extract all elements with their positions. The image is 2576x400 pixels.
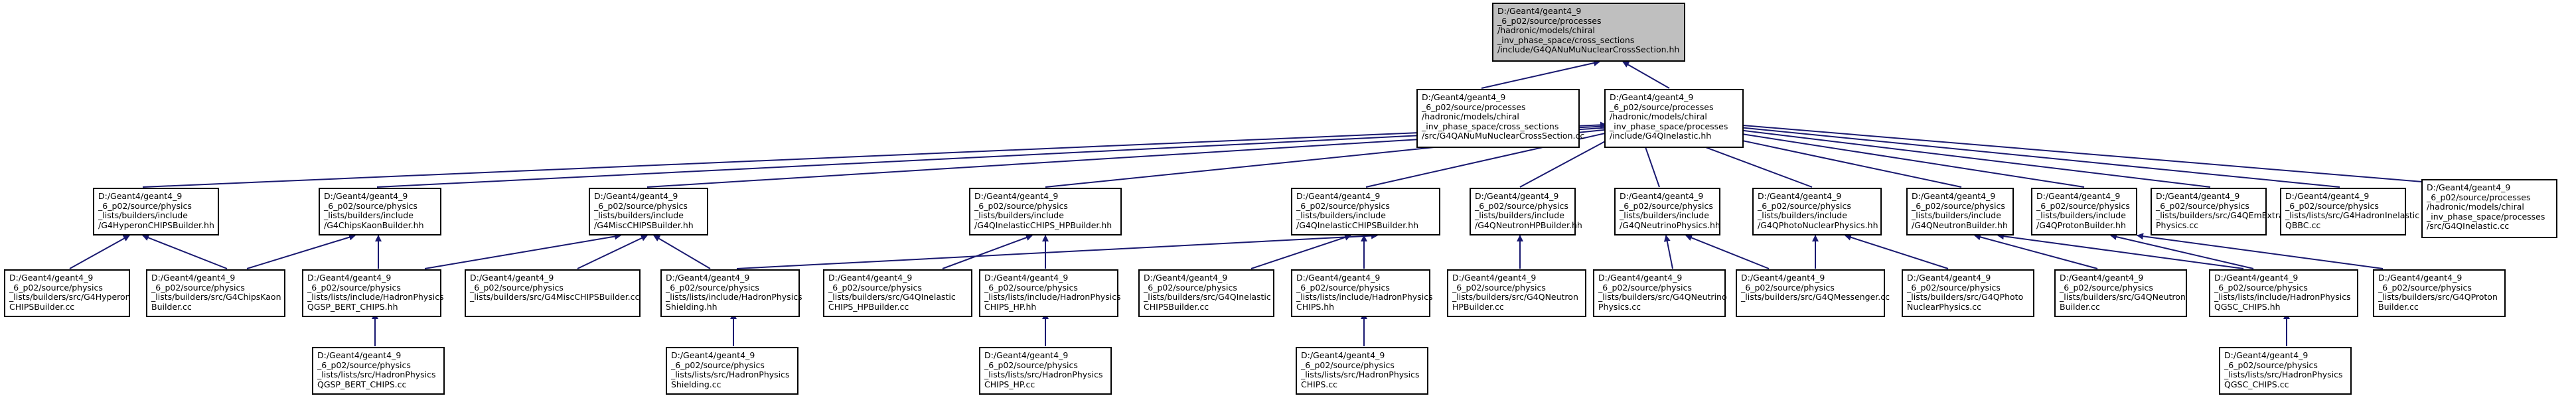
edge xyxy=(1622,61,1670,89)
edge xyxy=(653,235,711,269)
node-qneutrino-physics-hh[interactable]: D:/Geant4/geant4_9 _6_p02/source/physics… xyxy=(1614,188,1720,235)
node-qinelastic-header[interactable]: D:/Geant4/geant4_9 _6_p02/source/process… xyxy=(1604,89,1744,148)
node-qemextra-physics-cc[interactable]: D:/Geant4/geant4_9 _6_p02/source/physics… xyxy=(2151,188,2284,235)
node-shielding-hh[interactable]: D:/Geant4/geant4_9 _6_p02/source/physics… xyxy=(660,269,802,317)
edge xyxy=(142,234,228,269)
node-qneutron-hp-builder-cc[interactable]: D:/Geant4/geant4_9 _6_p02/source/physics… xyxy=(1447,269,1586,317)
edge xyxy=(1718,120,2486,188)
edge xyxy=(1974,233,2098,269)
edge xyxy=(376,123,1610,188)
node-hyperon-builder-cc[interactable]: D:/Geant4/geant4_9 _6_p02/source/physics… xyxy=(4,269,131,317)
node-root-header[interactable]: D:/Geant4/geant4_9 _6_p02/source/process… xyxy=(1492,3,1685,62)
node-chipskaon-builder-hh[interactable]: D:/Geant4/geant4_9 _6_p02/source/physics… xyxy=(319,188,441,235)
node-qproton-builder-cc[interactable]: D:/Geant4/geant4_9 _6_p02/source/physics… xyxy=(2373,269,2506,317)
node-chipskaon-builder-cc[interactable]: D:/Geant4/geant4_9 _6_p02/source/physics… xyxy=(146,269,285,317)
node-qinelastic-chips-hp-builder-cc[interactable]: D:/Geant4/geant4_9 _6_p02/source/physics… xyxy=(823,269,972,317)
edge xyxy=(424,233,621,269)
edge xyxy=(942,234,1033,269)
node-qinelastic-cc[interactable]: D:/Geant4/geant4_9 _6_p02/source/process… xyxy=(2421,179,2557,238)
node-qproton-builder-hh[interactable]: D:/Geant4/geant4_9 _6_p02/source/physics… xyxy=(2031,188,2137,235)
edge xyxy=(736,232,1378,269)
edge xyxy=(1685,234,1770,269)
node-chips-cc[interactable]: D:/Geant4/geant4_9 _6_p02/source/physics… xyxy=(1296,347,1428,395)
edge xyxy=(1663,235,1673,269)
edge xyxy=(1699,125,2085,188)
node-misc-chips-builder-cc[interactable]: D:/Geant4/geant4_9 _6_p02/source/physics… xyxy=(465,269,641,317)
node-qneutron-builder-hh[interactable]: D:/Geant4/geant4_9 _6_p02/source/physics… xyxy=(1906,188,2014,235)
node-qneutron-builder-cc[interactable]: D:/Geant4/geant4_9 _6_p02/source/physics… xyxy=(2054,269,2187,317)
node-qgsp-bert-chips-cc[interactable]: D:/Geant4/geant4_9 _6_p02/source/physics… xyxy=(312,347,445,395)
node-qphoto-nuclear-physics-cc[interactable]: D:/Geant4/geant4_9 _6_p02/source/physics… xyxy=(1902,269,2034,317)
edge xyxy=(1250,234,1351,269)
edge xyxy=(2110,233,2254,269)
node-qinelastic-chips-builder-cc[interactable]: D:/Geant4/geant4_9 _6_p02/source/physics… xyxy=(1138,269,1274,317)
node-qgsc-chips-hh[interactable]: D:/Geant4/geant4_9 _6_p02/source/physics… xyxy=(2209,269,2358,317)
edge xyxy=(1845,234,1949,269)
node-misc-chips-builder-hh[interactable]: D:/Geant4/geant4_9 _6_p02/source/physics… xyxy=(589,188,708,235)
edge xyxy=(1705,123,2211,188)
edge xyxy=(246,233,356,269)
edge xyxy=(1712,121,2340,188)
node-qphoto-nuclear-physics-hh[interactable]: D:/Geant4/geant4_9 _6_p02/source/physics… xyxy=(1752,188,1882,235)
node-cross-section-cc[interactable]: D:/Geant4/geant4_9 _6_p02/source/process… xyxy=(1416,89,1584,148)
node-hyperon-builder-hh[interactable]: D:/Geant4/geant4_9 _6_p02/source/physics… xyxy=(93,188,219,235)
node-qmessenger-cc[interactable]: D:/Geant4/geant4_9 _6_p02/source/physics… xyxy=(1736,269,1890,317)
edge xyxy=(2137,233,2384,269)
edge xyxy=(69,235,130,269)
node-chips-hp-cc[interactable]: D:/Geant4/geant4_9 _6_p02/source/physics… xyxy=(979,347,1112,395)
node-chips-hp-hh[interactable]: D:/Geant4/geant4_9 _6_p02/source/physics… xyxy=(979,269,1121,317)
node-qinelastic-chips-builder-hh[interactable]: D:/Geant4/geant4_9 _6_p02/source/physics… xyxy=(1291,188,1440,235)
edge xyxy=(142,121,1607,188)
node-qgsc-chips-cc[interactable]: D:/Geant4/geant4_9 _6_p02/source/physics… xyxy=(2219,347,2352,395)
edge xyxy=(1481,60,1600,89)
node-qinelastic-chips-hp-builder-hh[interactable]: D:/Geant4/geant4_9 _6_p02/source/physics… xyxy=(969,188,1122,235)
edge xyxy=(1997,233,2244,269)
node-qneutrino-physics-cc[interactable]: D:/Geant4/geant4_9 _6_p02/source/physics… xyxy=(1593,269,1727,317)
node-qgsp-bert-chips-hh[interactable]: D:/Geant4/geant4_9 _6_p02/source/physics… xyxy=(302,269,444,317)
node-hadron-inelastic-qbbc-cc[interactable]: D:/Geant4/geant4_9 _6_p02/source/physics… xyxy=(2280,188,2419,235)
edge xyxy=(577,235,648,269)
node-chips-hh[interactable]: D:/Geant4/geant4_9 _6_p02/source/physics… xyxy=(1291,269,1433,317)
node-qneutron-hp-builder-hh[interactable]: D:/Geant4/geant4_9 _6_p02/source/physics… xyxy=(1470,188,1582,235)
node-shielding-cc[interactable]: D:/Geant4/geant4_9 _6_p02/source/physics… xyxy=(666,347,798,395)
